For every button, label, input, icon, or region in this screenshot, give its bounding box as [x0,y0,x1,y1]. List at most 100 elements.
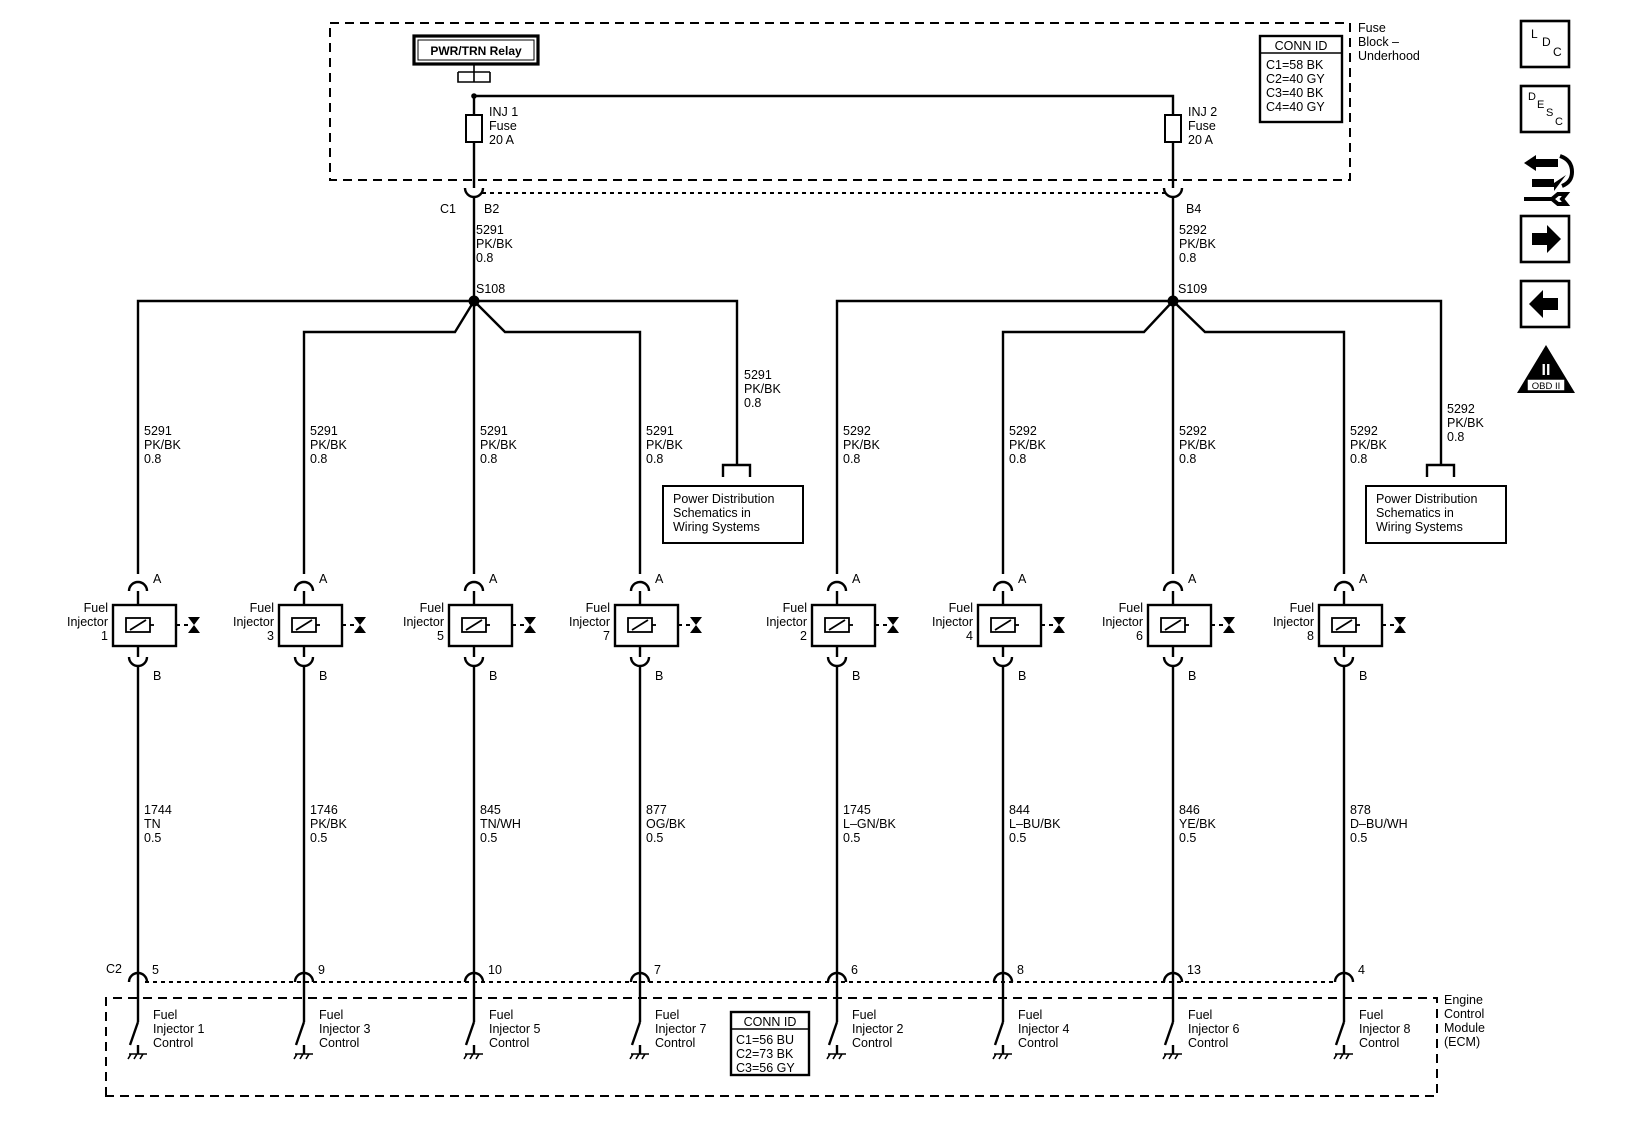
injector-label: Fuel [1119,601,1143,615]
injector-number: 4 [966,629,973,643]
feed-right-size: 0.8 [1179,251,1196,265]
ecm-control-label: Control [1188,1036,1228,1050]
fuse2-name: INJ 2 [1188,105,1217,119]
lower-wire-color: PK/BK [310,817,347,831]
fuse2-type: Fuse [1188,119,1216,133]
fuel-injector-5[interactable] [447,603,536,648]
lower-wire-color: TN/WH [480,817,521,831]
injector-label: Fuel [949,601,973,615]
pwr-trn-relay[interactable]: PWR/TRN Relay [412,34,540,83]
injector-number: 3 [267,629,274,643]
ecm-pin-number: 6 [851,963,858,977]
lower-wire-size: 0.5 [843,831,860,845]
ecm-pin-number: 5 [152,963,159,977]
fuel-injector-1[interactable] [111,603,200,648]
ecm-c2-label: C2 [106,962,122,976]
lower-wire-size: 0.5 [144,831,161,845]
ldc-letter: D [1542,35,1551,49]
feed-right-circuit: 5292 [1179,223,1207,237]
relay-label: PWR/TRN Relay [430,44,522,58]
pin-a-label: A [1018,572,1027,586]
injector-column-2: 5292PK/BK0.8AFuelInjector2B1745L–GN/BK0.… [766,424,903,1060]
upper-wire-circuit: 5291 [310,424,338,438]
pin-b4-label: B4 [1186,202,1201,216]
ecm-conn-id-line: C1=56 BU [736,1033,794,1047]
ecm-label-4: (ECM) [1444,1035,1480,1049]
fuse-conn-id-title: CONN ID [1275,39,1328,53]
ecm-conn-id-line: C3=56 GY [736,1061,795,1075]
pin-b2-label: B2 [484,202,499,216]
inj-2-fuse[interactable]: INJ 2 Fuse 20 A [1164,105,1217,147]
fuse2-rating: 20 A [1188,133,1214,147]
ecm-control-label: Fuel [1188,1008,1212,1022]
power-ref-right-text: Schematics in [1376,506,1454,520]
upper-wire-circuit: 5292 [1179,424,1207,438]
ecm-control-label: Control [852,1036,892,1050]
upper-wire-circuit: 5292 [843,424,871,438]
power-ref-right-color: PK/BK [1447,416,1484,430]
ecm-driver-switch [1333,982,1353,1060]
ecm-pin-number: 4 [1358,963,1365,977]
power-ref-right-circuit: 5292 [1447,402,1475,416]
pin-a-label: A [489,572,498,586]
injector-column-6: 5292PK/BK0.8AFuelInjector6B846YE/BK0.513… [1102,424,1239,1060]
ecm-control-label: Control [1018,1036,1058,1050]
injector-number: 6 [1136,629,1143,643]
power-ref-right-size: 0.8 [1447,430,1464,444]
fuel-injector-6[interactable] [1146,603,1235,648]
wrench-arrows-icon[interactable] [1524,154,1575,206]
power-ref-right[interactable]: 5292 PK/BK 0.8 Power Distribution Schema… [1365,402,1507,544]
c1-label: C1 [440,202,456,216]
injector-label: Injector [1102,615,1143,629]
upper-wire-color: PK/BK [310,438,347,452]
pin-a-label: A [852,572,861,586]
fuel-injector-3[interactable] [277,603,366,648]
fuel-injector-8[interactable] [1317,603,1406,648]
pin-a-label: A [319,572,328,586]
lower-wire-size: 0.5 [480,831,497,845]
pin-a-label: A [1188,572,1197,586]
desc-letter: S [1546,107,1553,119]
desc-letter: D [1528,91,1536,103]
lower-wire-size: 0.5 [310,831,327,845]
power-ref-right-text: Wiring Systems [1376,520,1463,534]
pin-b-label: B [1188,669,1196,683]
ecm-driver-switch [1162,982,1182,1060]
ecm-driver-switch [127,982,147,1060]
injector-label: Fuel [586,601,610,615]
ecm-driver-switch [463,982,483,1060]
ecm-control-label: Fuel [1359,1008,1383,1022]
fuel-injector-2[interactable] [810,603,899,648]
ecm-label-3: Module [1444,1021,1485,1035]
ecm-conn-id-title: CONN ID [744,1015,797,1029]
pin-b-label: B [852,669,860,683]
pin-b-label: B [489,669,497,683]
fuel-injector-4[interactable] [976,603,1065,648]
desc-icon[interactable]: D E S C [1519,84,1571,134]
ecm-control-label: Injector 3 [319,1022,370,1036]
arrow-left-icon[interactable] [1519,279,1571,329]
injector-column-1: 5291PK/BK0.8AFuelInjector1B1744TN0.55Fue… [67,424,204,1060]
pin-a-label: A [153,572,162,586]
upper-wire-size: 0.8 [646,452,663,466]
lower-wire-color: D–BU/WH [1350,817,1408,831]
obd-ii-icon[interactable]: II OBD II [1517,345,1575,393]
upper-wire-circuit: 5291 [144,424,172,438]
upper-wire-color: PK/BK [646,438,683,452]
injector-columns: 5291PK/BK0.8AFuelInjector1B1744TN0.55Fue… [67,424,1410,1060]
lower-wire-size: 0.5 [1009,831,1026,845]
lower-wire-circuit: 878 [1350,803,1371,817]
fuse-block-label-2: Block – [1358,35,1399,49]
upper-wire-color: PK/BK [480,438,517,452]
ldc-letter: C [1553,45,1562,59]
upper-wire-circuit: 5291 [480,424,508,438]
fuse-block-label-1: Fuse [1358,21,1386,35]
arrow-right-icon[interactable] [1519,214,1571,264]
power-ref-left[interactable]: 5291 PK/BK 0.8 Power Distribution Schema… [662,368,804,544]
ldc-icon[interactable]: L D C [1519,19,1571,69]
fuel-injector-7[interactable] [613,603,702,648]
feed-left-size: 0.8 [476,251,493,265]
ecm-control-label: Fuel [1018,1008,1042,1022]
injector-number: 8 [1307,629,1314,643]
ecm-label-2: Control [1444,1007,1484,1021]
